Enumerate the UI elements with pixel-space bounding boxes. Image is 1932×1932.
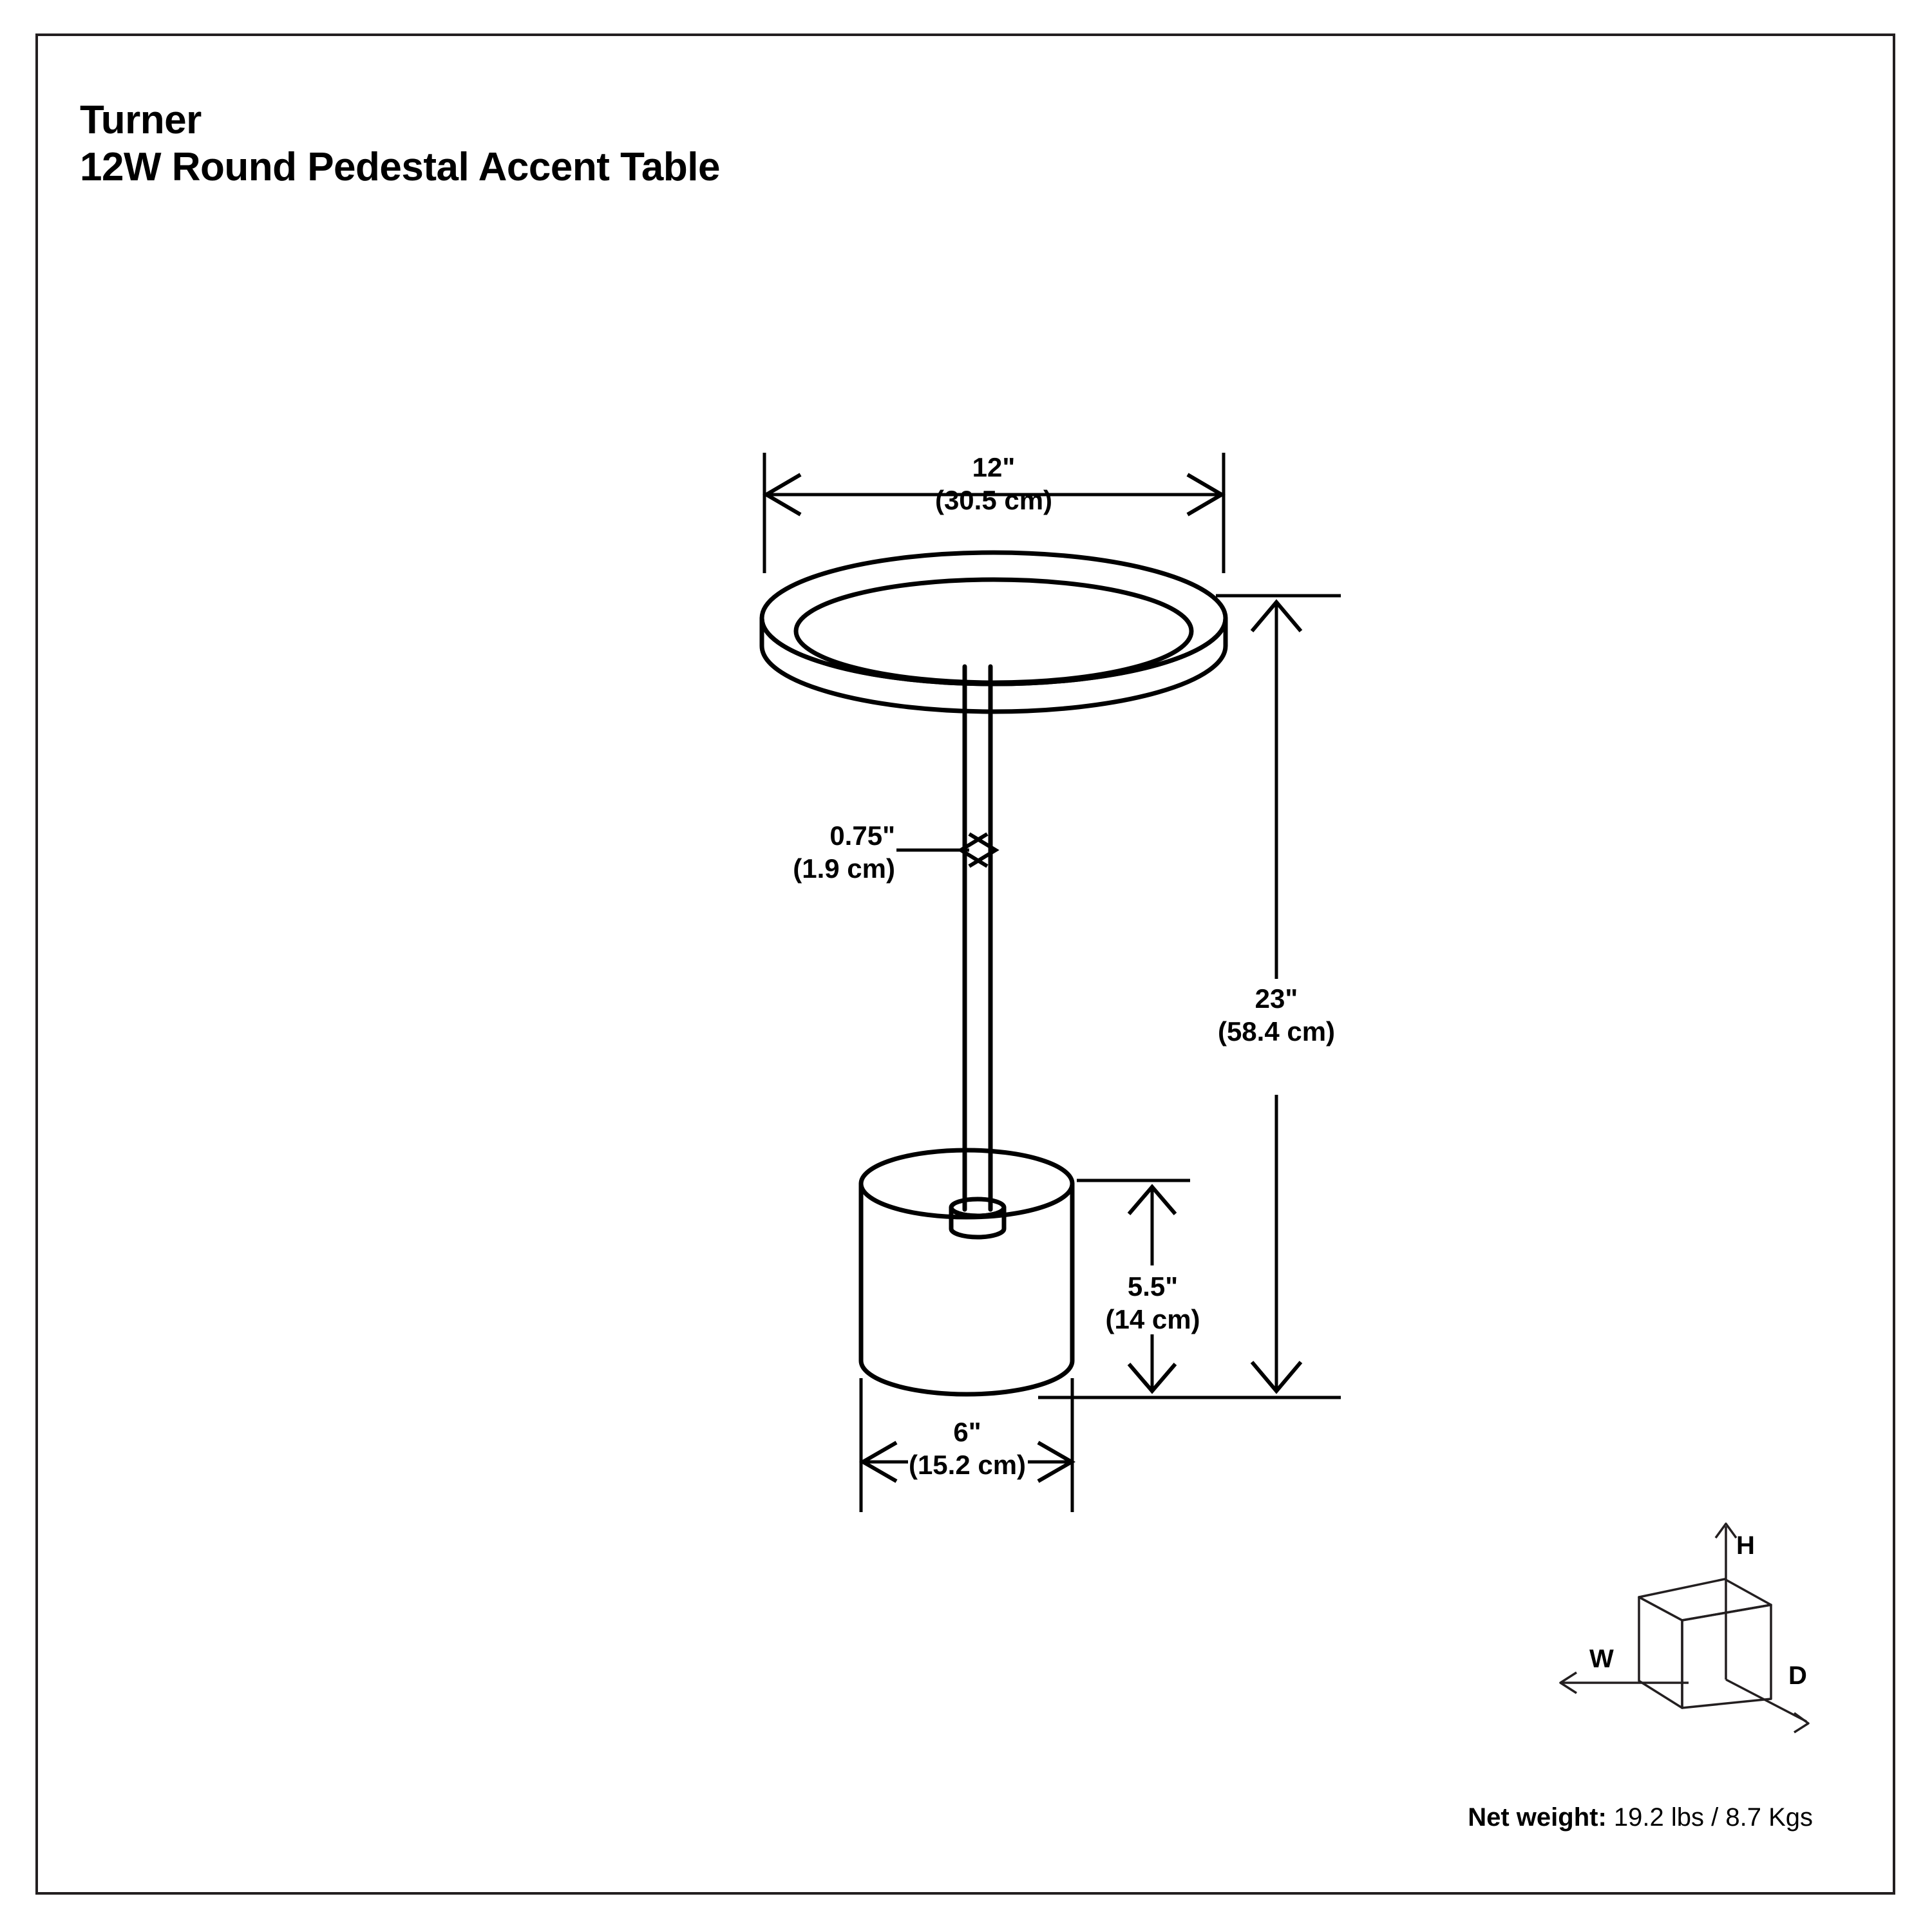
depth-axis-label: D [1788,1662,1807,1690]
sheet-border [35,33,1895,1895]
tabletop [759,550,1228,714]
arrowhead-top [1127,1184,1177,1215]
dimension-stem-thickness [896,832,999,868]
height-axis-arrowhead [1714,1522,1738,1539]
width-axis-arrowhead [1559,1671,1577,1694]
dimension-base-height [1077,1179,1190,1399]
tabletop-diameter-metric: (30.5 cm) [934,485,1053,516]
overall-height-label: 23" (58.4 cm) [1167,982,1386,1048]
net-weight-label: Net weight: [1468,1803,1607,1832]
base-diameter-metric: (15.2 cm) [908,1450,1027,1481]
tabletop-diameter-label: 12" (30.5 cm) [865,451,1122,516]
net-weight: Net weight: 19.2 lbs / 8.7 Kgs [1468,1803,1813,1832]
arrowhead-bottom [1127,1363,1177,1394]
arrowhead-right-outward [968,832,999,868]
base-height-imperial: 5.5" [1127,1271,1179,1302]
base-diameter-label: 6" (15.2 cm) [871,1416,1064,1481]
depth-axis-arrowhead [1793,1712,1810,1734]
product-illustration [759,550,1228,1397]
base-top-edge [858,1148,1075,1220]
product-description: 12W Round Pedestal Accent Table [80,145,720,190]
width-axis-label: W [1589,1645,1614,1673]
depth-axis-line [1725,1678,1807,1723]
stem-thickness-label: 0.75" (1.9 cm) [702,819,895,885]
arrowhead-top [1250,599,1303,632]
arrowhead-bottom [1250,1361,1303,1394]
stem-thickness-imperial: 0.75" [829,820,895,851]
cube-front-face [1638,1596,1683,1709]
base-height-label: 5.5" (14 cm) [1056,1270,1249,1336]
base-cylinder [858,1148,1075,1397]
stem [962,664,993,1212]
arrowhead-right [1037,1441,1076,1483]
overall-height-imperial: 23" [1255,983,1298,1014]
base-height-metric: (14 cm) [1105,1304,1200,1335]
arrowhead-left [858,1441,898,1483]
dimension-tabletop-diameter [762,453,1226,573]
net-weight-value: 19.2 lbs / 8.7 Kgs [1613,1803,1813,1832]
dimension-base-diameter [858,1378,1076,1512]
tabletop-inner-edge [793,577,1194,685]
height-axis-label: H [1736,1531,1755,1560]
overall-height-metric: (58.4 cm) [1217,1016,1336,1047]
arrowhead-right [1186,473,1226,516]
product-name: Turner [80,98,202,142]
arrowhead-left [762,473,802,516]
tabletop-outer-edge [759,550,1228,687]
title-block: Turner 12W Round Pedestal Accent Table [80,97,1239,191]
tabletop-diameter-imperial: 12" [972,452,1016,482]
cube-top-face [1638,1578,1772,1622]
cube-right-face [1681,1604,1772,1709]
axis-legend-cube [1559,1522,1810,1734]
stem-thickness-metric: (1.9 cm) [793,853,895,884]
base-diameter-imperial: 6" [953,1417,981,1447]
